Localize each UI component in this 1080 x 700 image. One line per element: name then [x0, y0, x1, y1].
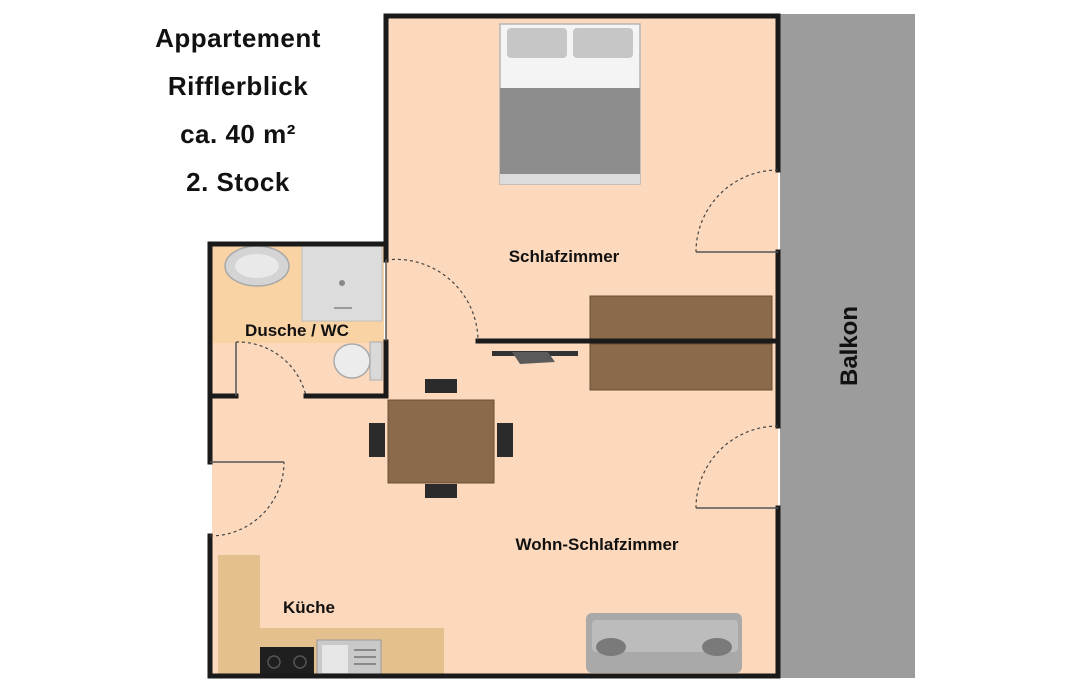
- title-line-area: ca. 40 m²: [180, 119, 296, 149]
- double-bed: [499, 23, 641, 185]
- dining-set: [369, 379, 513, 498]
- label-balcony: Balkon: [836, 306, 863, 386]
- label-bathroom: Dusche / WC: [245, 321, 349, 340]
- tv: [492, 351, 578, 364]
- washbasin: [224, 245, 290, 287]
- toilet: [333, 341, 383, 381]
- title-line-subname: Rifflerblick: [167, 71, 309, 101]
- walls: [207, 13, 781, 679]
- balcony-area: [780, 14, 915, 678]
- label-living: Wohn-Schlafzimmer: [515, 535, 678, 554]
- label-kitchen: Küche: [283, 598, 335, 617]
- title-line-floor: 2. Stock: [186, 167, 290, 197]
- kitchen-appliances: [260, 639, 382, 679]
- title-block: Appartement Rifflerblick ca. 40 m² 2. St…: [118, 14, 358, 206]
- label-bedroom: Schlafzimmer: [509, 247, 620, 266]
- title-line-name: Appartement: [155, 23, 321, 53]
- shower: [301, 244, 383, 322]
- door-leaves: [210, 251, 778, 509]
- sofa: [586, 613, 742, 673]
- door-swings: [209, 169, 779, 537]
